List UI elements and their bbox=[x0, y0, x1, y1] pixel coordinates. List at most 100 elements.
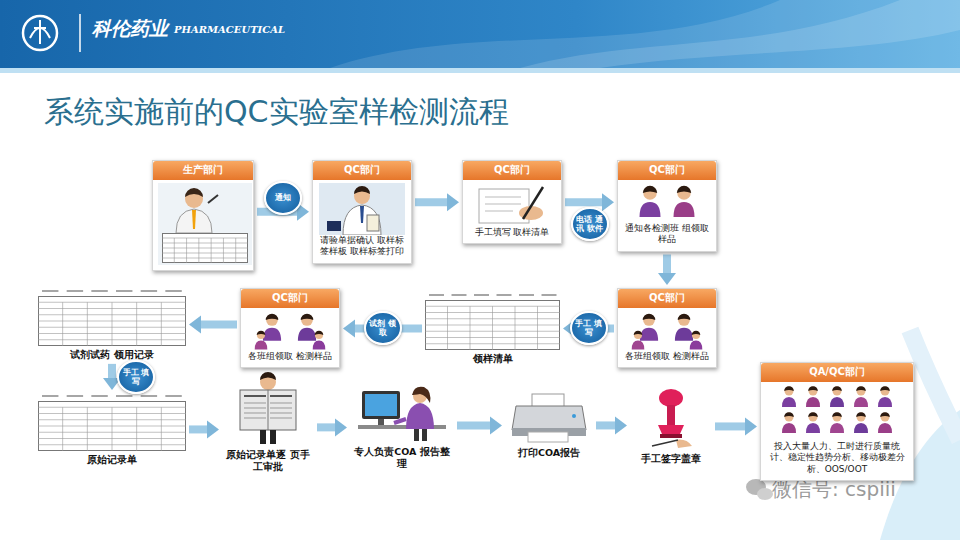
department-tab: QC部门 bbox=[241, 289, 339, 308]
box-body-part-part-part bbox=[640, 328, 658, 341]
step-text: 通知各检测班 组领取样品 bbox=[623, 223, 711, 246]
box-body: 请验单据确认 取样标签样板 取样标签打印 bbox=[313, 180, 411, 263]
flow-arrow bbox=[457, 416, 502, 434]
box-body-part-part-part bbox=[809, 387, 818, 396]
picture-part-part-part bbox=[39, 297, 186, 346]
arrow-shaft bbox=[317, 423, 337, 431]
box-body-part-part-part bbox=[263, 328, 281, 341]
box-body-part-part bbox=[690, 331, 703, 350]
picture-part-part bbox=[67, 395, 83, 397]
box-body-part bbox=[319, 183, 405, 235]
picture-part-part bbox=[260, 372, 276, 380]
box-body-part-part-part bbox=[678, 314, 690, 320]
picture-part-part bbox=[425, 301, 560, 351]
box-body-part-part-part bbox=[692, 331, 700, 339]
box-body-part-part bbox=[208, 195, 218, 203]
header-wave bbox=[520, 0, 960, 68]
arrow-shaft bbox=[189, 425, 209, 433]
box-body-part-part bbox=[367, 215, 379, 231]
picture-part-part bbox=[652, 440, 678, 446]
box-body-part-part-part bbox=[162, 258, 248, 259]
picture-part bbox=[425, 292, 560, 350]
box-body-part-part bbox=[806, 386, 820, 407]
picture-part-part bbox=[260, 430, 266, 444]
picture-part-part bbox=[244, 408, 266, 409]
box-body-part-part-part bbox=[809, 413, 818, 422]
arrow-head bbox=[447, 193, 459, 211]
picture-part-part bbox=[268, 390, 269, 430]
wechat-icon bbox=[746, 479, 773, 500]
box-body-part-part-part bbox=[162, 253, 248, 254]
box-body-part-part bbox=[830, 386, 844, 407]
box-body-part-part bbox=[640, 186, 661, 217]
box-body-part-part-part bbox=[677, 186, 691, 200]
box-body-part-part-part bbox=[785, 413, 794, 422]
box-body-part-part bbox=[878, 412, 892, 433]
box-body-part-part-part bbox=[808, 412, 818, 417]
arrow-head bbox=[615, 416, 627, 434]
box-body-part-part-part bbox=[857, 387, 866, 396]
picture-part-part bbox=[42, 290, 58, 292]
flow-arrow bbox=[658, 255, 676, 286]
picture-part-part-part bbox=[87, 302, 88, 346]
box-body bbox=[153, 180, 253, 270]
picture bbox=[505, 392, 593, 444]
picture-part-part bbox=[422, 429, 427, 441]
picture-part-part-part bbox=[161, 407, 162, 451]
box-body-part-part-part bbox=[266, 314, 278, 320]
box-body-part-part-part bbox=[878, 423, 892, 433]
box-body-part-part-part bbox=[881, 387, 890, 396]
header-wave bbox=[330, 0, 960, 68]
header-rule bbox=[0, 68, 960, 73]
box-body-part-part bbox=[158, 183, 252, 265]
arrow-shaft bbox=[457, 421, 492, 429]
box-body-part-part bbox=[176, 209, 212, 233]
picture-part-part-part bbox=[161, 302, 162, 346]
edge-label: 手工 填写 bbox=[117, 360, 155, 394]
picture-part-part bbox=[362, 391, 400, 419]
box-body-part bbox=[469, 183, 555, 227]
step-text: 各班组领取 检测样品 bbox=[623, 351, 711, 362]
logo-emblem bbox=[30, 20, 50, 44]
step-text: 各班组领取 检测样品 bbox=[246, 351, 334, 362]
box-body-part-part-part bbox=[881, 413, 890, 422]
box-body-part-part-part bbox=[301, 314, 313, 326]
box-body-part-part bbox=[255, 331, 268, 350]
box-body-part-part bbox=[782, 412, 796, 433]
box-body-part-part-part bbox=[880, 412, 890, 417]
box-body-part-part-part bbox=[211, 238, 212, 263]
box-body-part-part-part bbox=[854, 423, 868, 433]
picture-part-part bbox=[240, 390, 296, 430]
box-body-part-part bbox=[806, 412, 820, 433]
step-caption: 原始记录单 bbox=[38, 454, 186, 466]
box-body-part-part-part bbox=[832, 412, 842, 417]
step-text: 投入大量人力、工时进行质量统计、稳定性趋势分析、移动极差分析、OOS/OOT bbox=[766, 441, 908, 475]
picture-part-part-part bbox=[112, 407, 113, 451]
box-body-part-part bbox=[360, 206, 364, 223]
arrow-head bbox=[602, 193, 614, 211]
box-body-part-part-part bbox=[782, 423, 796, 433]
box-body-part-part bbox=[185, 188, 203, 197]
arrow-head bbox=[207, 420, 219, 438]
box-body-part-part bbox=[319, 183, 405, 235]
picture-part bbox=[38, 288, 186, 346]
picture-part bbox=[38, 393, 186, 451]
department-box: QA/QC部门投入大量人力、工时进行质量统计、稳定性趋势分析、移动极差分析、OO… bbox=[760, 362, 914, 481]
picture bbox=[630, 388, 712, 450]
box-body-part-part-part bbox=[782, 397, 796, 407]
box-body-part-part-part bbox=[880, 386, 890, 391]
box-body-part-part bbox=[298, 314, 316, 341]
picture-part-part-part bbox=[39, 402, 186, 451]
flow-arrow bbox=[189, 420, 219, 438]
box-body-part-part-part bbox=[830, 423, 844, 433]
box-body-part-part-part bbox=[634, 331, 643, 335]
document-node: 领样清单 bbox=[425, 292, 560, 365]
arrow-shaft bbox=[596, 421, 617, 429]
box-body-part-part-part bbox=[640, 202, 661, 217]
step-node: 专人负责COA 报告整理 bbox=[350, 385, 454, 470]
box-body: 手工填写 取样清单 bbox=[463, 180, 561, 243]
box-body-part-part-part bbox=[257, 331, 265, 339]
picture bbox=[222, 372, 314, 446]
department-tab: 生产部门 bbox=[153, 161, 253, 180]
picture-part-part bbox=[270, 395, 292, 397]
